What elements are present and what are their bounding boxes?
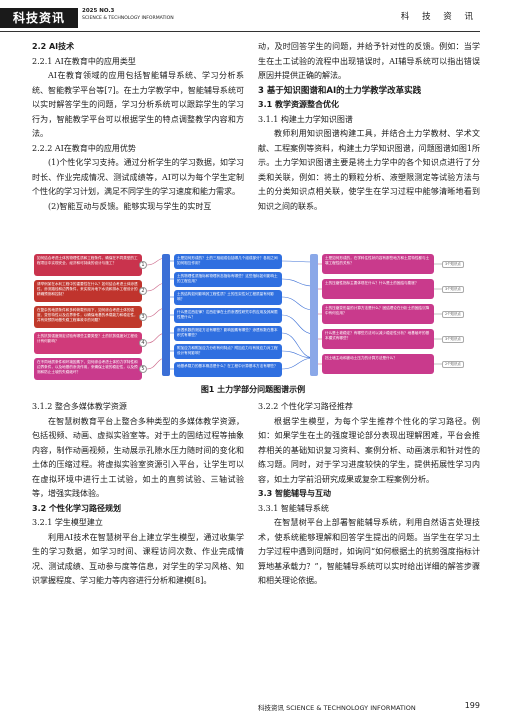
graph-right-node: 土是如何形成的，在学科住性状内容有那些地方和土层特性都与土壤工程性的关系？ — [322, 254, 434, 274]
paragraph: 动，及时回答学生的问题，并给予针对性的反馈。例如：当学生在土工试验的流程中出现错… — [258, 42, 480, 80]
figure-caption: 图1 土力学部分问题图谱示例 — [200, 385, 306, 394]
knowledge-point-tag: 3个知识点 — [442, 336, 464, 343]
header-rule — [0, 31, 480, 32]
right-column-top: 动，及时回答学生的问题，并给予针对性的反馈。例如：当学生在土工试验的流程中出现错… — [258, 40, 480, 214]
subsection-heading: 3.2.2 个性化学习路径推荐 — [258, 402, 353, 411]
graph-right-node: 什么是土坡稳定？有哪些方法可以减少稳定性分析？地基破坏的基本模式有哪些？ — [322, 329, 434, 349]
graph-mid-node: 土是如何形成的？土的三相组成包括哪几个组成部分？各相之间如何相互作用？ — [174, 254, 282, 269]
graph-mid-node: 什么是达西定律？达西定律在土的渗透性研究中的应用及其局限性是什么？ — [174, 308, 282, 323]
journal-name-right: 科 技 资 讯 — [400, 12, 478, 22]
paragraph: 在智慧树教育平台上整合多种类型的多媒体教学资源，包括视频、动画、虚拟实验室等。对… — [32, 416, 244, 499]
journal-logo: 科技资讯 — [0, 8, 78, 28]
paragraph: (1)个性化学习支持。通过分析学生的学习数据，如学习时长、作业完成情况、测试成绩… — [32, 158, 244, 196]
paragraph: 教师利用知识图谱构建工具，并结合土力学教材、学术文献、工程案例等资料，构建土力学… — [258, 129, 480, 211]
subsection-heading: 3.3.1 智能辅导系统 — [258, 503, 329, 513]
left-column-bottom: 3.1.2 整合多媒体教学资源 在智慧树教育平台上整合多种类型的多媒体教学资源，… — [32, 400, 244, 589]
page-footer: 科技资讯 SCIENCE & TECHNOLOGY INFORMATION 19… — [258, 701, 480, 712]
graph-left-node: 土的抗剪强度测定试验有哪些主要类型？土的抗剪强度对工程设计有何影响？ — [34, 332, 142, 354]
page-number: 199 — [464, 701, 480, 710]
node-number-badge: 5 — [139, 365, 147, 373]
left-column-top: 2.2 AI技术 2.2.1 AI在教育中的应用类型 AI在教育领域的应用包括智… — [32, 40, 244, 214]
paragraph: 根据学生模型，为每个学生推荐个性化的学习路径。例如：如果学生在土的强度理论部分表… — [258, 416, 480, 484]
section-heading: 2.2 AI技术 — [32, 42, 75, 51]
graph-mid-node: 土的物理性质指标和物理状态指标有哪些？这些指标如何影响土的工程应用？ — [174, 272, 282, 287]
subsection-heading: 3.1.2 整合多媒体教学资源 — [32, 402, 127, 411]
graph-center-trunk — [162, 254, 170, 376]
section-heading: 3.2 个性化学习路径规划 — [32, 503, 121, 513]
graph-left-node: 请举例某在水利工程中的重要性在什么？如何结合考虑土体渗透性、渗流路径和边界条件，… — [34, 280, 142, 302]
paragraph: 在智慧树平台上部署智能辅导系统，利用自然语言处理技术，使系统能够理解和回答学生提… — [258, 518, 480, 585]
graph-mid-node: 土的结构如何影响其工程性质？土的压实性对工程质量有何影响？ — [174, 290, 282, 305]
issue-info: 2025 NO.3 SCIENCE & TECHNOLOGY INFORMATI… — [82, 8, 174, 22]
graph-left-node: 在不同地质条件和环境因素下，如何综合考虑土体的力学特性和边界条件，以及地基的渗流… — [34, 358, 142, 380]
graph-left-node: 在复杂的地质条件和多种荷载作用下，如何综合考虑土体的强度、变形特性以及边界条件，… — [34, 306, 142, 328]
graph-right-trunk — [310, 254, 318, 376]
right-column-bottom: 3.2.2 个性化学习路径推荐 根据学生模型，为每个学生推荐个性化的学习路径。例… — [258, 400, 480, 589]
knowledge-point-tag: 2个知识点 — [442, 311, 464, 318]
graph-right-node: 挡土墙主动和被动土压力的计算方法是什么？ — [322, 354, 434, 374]
knowledge-point-tag: 3个知识点 — [442, 286, 464, 293]
paragraph: AI在教育领域的应用包括智能辅导系统、学习分析系统、智能教学平台等[7]。在土力… — [32, 71, 244, 138]
node-number-badge: 3 — [139, 313, 147, 321]
node-number-badge: 1 — [139, 261, 147, 269]
issue-number: 2025 NO.3 — [82, 8, 115, 14]
graph-mid-node: 附加应力和附加应力分布有何特点？附加应力与有效应力对工程设计有何影响？ — [174, 344, 282, 359]
journal-english-name: SCIENCE & TECHNOLOGY INFORMATION — [82, 16, 174, 21]
graph-right-node: 土的压缩变形量的计算方法是什么？固结理论在分析土的固结沉降中有何应用？ — [322, 304, 434, 324]
subsection-heading: 3.1.1 构建土力学知识图谱 — [258, 114, 353, 124]
node-number-badge: 4 — [139, 339, 147, 347]
graph-left-node: 如何结合考虑土体的物理性质和工程条件，确保在不同类型的工程项目中实现安全、经济和… — [34, 254, 142, 276]
graph-right-node: 土的压缩性指标主要体现在什么？什么是土的固结与膨胀？ — [322, 279, 434, 299]
section-heading: 3 基于知识图谱和AI的土力学教学改革实践 — [258, 85, 422, 96]
subsection-heading: 3.2.1 学生模型建立 — [32, 518, 103, 527]
knowledge-point-tag: 3个知识点 — [442, 261, 464, 268]
knowledge-point-tag: 2个知识点 — [442, 361, 464, 368]
subsection-heading: 2.2.1 AI在教育中的应用类型 — [32, 56, 136, 66]
section-heading: 3.1 教学资源整合优化 — [258, 100, 339, 109]
knowledge-graph-figure: 如何结合考虑土体的物理性质和工程条件，确保在不同类型的工程项目中实现安全、经济和… — [0, 250, 506, 380]
paragraph: 利用AI技术在智慧树平台上建立学生模型，通过收集学生的学习数据，如学习时间、课程… — [32, 532, 244, 586]
section-heading: 3.3 智能辅导与互动 — [258, 489, 331, 498]
page-header: 科技资讯 2025 NO.3 SCIENCE & TECHNOLOGY INFO… — [0, 0, 506, 34]
graph-mid-node: 地基承载力的基本概念是什么？在工程中计算基本方法有哪些？ — [174, 362, 282, 377]
node-number-badge: 2 — [139, 287, 147, 295]
paragraph: (2)智能互动与反馈。能够实现与学生的实时互 — [48, 201, 212, 211]
subsection-heading: 2.2.2 AI在教育中的应用优势 — [32, 143, 136, 153]
graph-mid-node: 渗透系数的测定方法有哪些？影响因素有哪些？渗透系数在基本积式有哪些？ — [174, 326, 282, 341]
footer-journal: 科技资讯 SCIENCE & TECHNOLOGY INFORMATION — [258, 704, 416, 712]
